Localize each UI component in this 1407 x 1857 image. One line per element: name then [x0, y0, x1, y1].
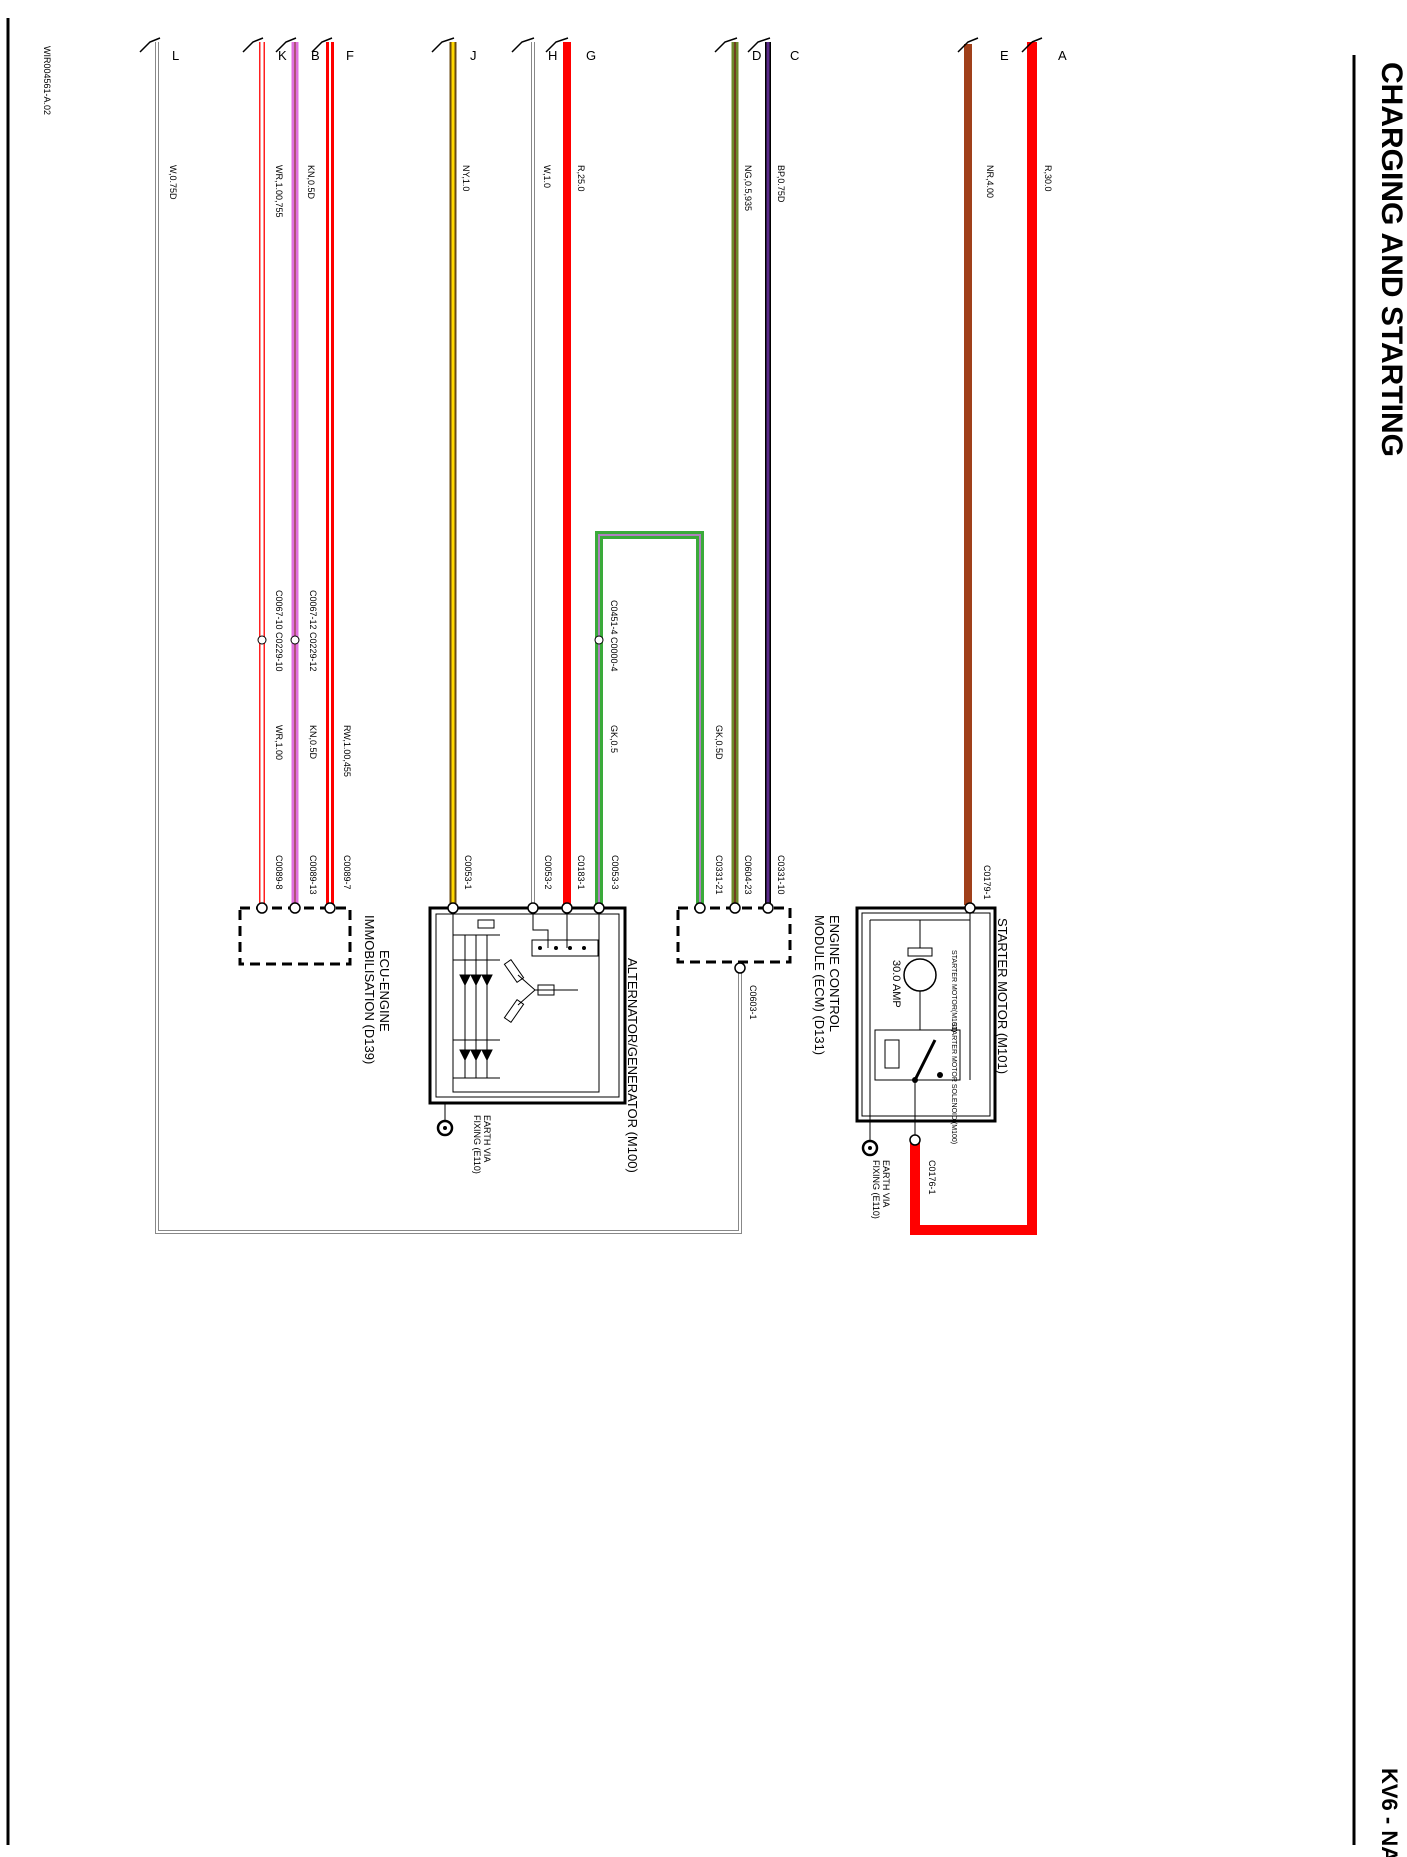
wire-e: [957, 37, 979, 905]
wire-k-spec: WR,1.00,755: [274, 165, 284, 218]
conn-starter-out: C0176-1: [927, 1160, 937, 1195]
starter-motor-name: STARTER MOTOR (M101): [995, 918, 1010, 1074]
earth-starter-line2: FIXING (E110): [871, 1160, 881, 1219]
wire-f-spec: RW,1.00,455: [342, 725, 352, 777]
wire-g: [545, 37, 571, 908]
wire-h-spec: W,1.0: [542, 165, 552, 188]
splice-kn: C0067-12 C0229-12: [308, 590, 318, 672]
ecu-immobiliser-block: [238, 902, 352, 966]
wire-d-spec: NG,0.5,935: [743, 165, 753, 211]
pin-k-label: K: [278, 48, 287, 63]
conn-ecm-link: C0331-21: [714, 855, 724, 895]
splice-wr: C0067-10 C0229-10: [274, 590, 284, 672]
pin-j-label: J: [470, 48, 477, 63]
earth-alt-line2: FIXING (E110): [472, 1115, 482, 1174]
pin-b-label: B: [311, 48, 320, 63]
pin-f-label: F: [346, 48, 354, 63]
wire-gk-alt-spec: GK,0.5: [609, 725, 619, 753]
ecm-name-2: MODULE (ECM) (D131): [812, 915, 827, 1055]
earth-starter-line1: EARTH VIA: [881, 1160, 891, 1207]
wire-a-spec: R,30.0: [1043, 165, 1053, 192]
wire-c-spec: BP,0.75D: [776, 165, 786, 203]
ecm-block: [676, 902, 792, 974]
conn-alt-h: C0053-2: [543, 855, 553, 890]
ecu-name-2: IMMOBILISATION (D139): [362, 915, 377, 1064]
wire-h: [511, 37, 535, 908]
starter-motor-block: [855, 902, 997, 1146]
ecu-name-1: ECU-ENGINE: [377, 950, 392, 1032]
conn-alt-g: C0183-1: [576, 855, 586, 890]
pin-d-label: D: [752, 48, 761, 63]
conn-ecm-d: C0604-23: [743, 855, 753, 895]
wire-j: [431, 37, 457, 908]
pin-g-label: G: [586, 48, 596, 63]
conn-ecu-b: C0089-13: [308, 855, 318, 895]
conn-alt-j: C0053-1: [463, 855, 473, 890]
model-code: KV6 - NAS: [1377, 1768, 1402, 1857]
wire-b-after-spec: KN,0.5D: [308, 725, 318, 760]
conn-ecm-c: C0331-10: [776, 855, 786, 895]
wire-gk-ecm-spec: GK,0.5D: [714, 725, 724, 760]
pin-e-label: E: [1000, 48, 1009, 63]
wire-gk-link: [594, 531, 704, 908]
alternator-name: ALTERNATOR/GENERATOR (M100): [625, 958, 640, 1173]
conn-ecu-k: C0089-8: [274, 855, 284, 890]
wire-j-spec: NY,1.0: [461, 165, 471, 191]
earth-alt-line1: EARTH VIA: [482, 1115, 492, 1162]
wire-l-spec: W,0.75D: [168, 165, 178, 200]
conn-alt-link: C0053-3: [610, 855, 620, 890]
conn-ecm-bottom: C0603-1: [748, 985, 758, 1020]
alternator-block: [428, 902, 627, 1137]
wire-a: [910, 37, 1043, 1235]
figure-ref: WIR004561-A.02: [42, 46, 52, 115]
ecm-name-1: ENGINE CONTROL: [827, 915, 842, 1032]
starter-solenoid-label: STARTER MOTOR SOLENOID (M100): [950, 1022, 957, 1144]
conn-ecu-f: C0089-7: [342, 855, 352, 890]
wire-b-spec: KN,0.5D: [306, 165, 316, 200]
wire-e-spec: NR,4.00: [985, 165, 995, 198]
wire-k: [242, 37, 267, 908]
page-title: CHARGING AND STARTING: [1375, 62, 1407, 457]
pin-l-label: L: [172, 48, 179, 63]
conn-starter-in: C0179-1: [982, 865, 992, 900]
pin-a-label: A: [1058, 48, 1067, 63]
wire-l: [139, 37, 742, 1234]
starter-motor-sub: STARTER MOTOR(M101): [950, 950, 957, 1032]
wire-b: [275, 37, 300, 908]
wire-f: [311, 37, 334, 908]
wire-k-after-spec: WR,1.00: [274, 725, 284, 760]
splice-gk: C0451-4 C0000-4: [609, 600, 619, 672]
wire-d: [714, 37, 739, 908]
wire-g-spec: R,25.0: [576, 165, 586, 192]
pin-h-label: H: [548, 48, 557, 63]
wire-c: [747, 37, 771, 908]
pin-c-label: C: [790, 48, 799, 63]
earth-starter-icon: [861, 1125, 879, 1157]
starter-amp-rating: 30.0 AMP: [890, 960, 902, 1008]
